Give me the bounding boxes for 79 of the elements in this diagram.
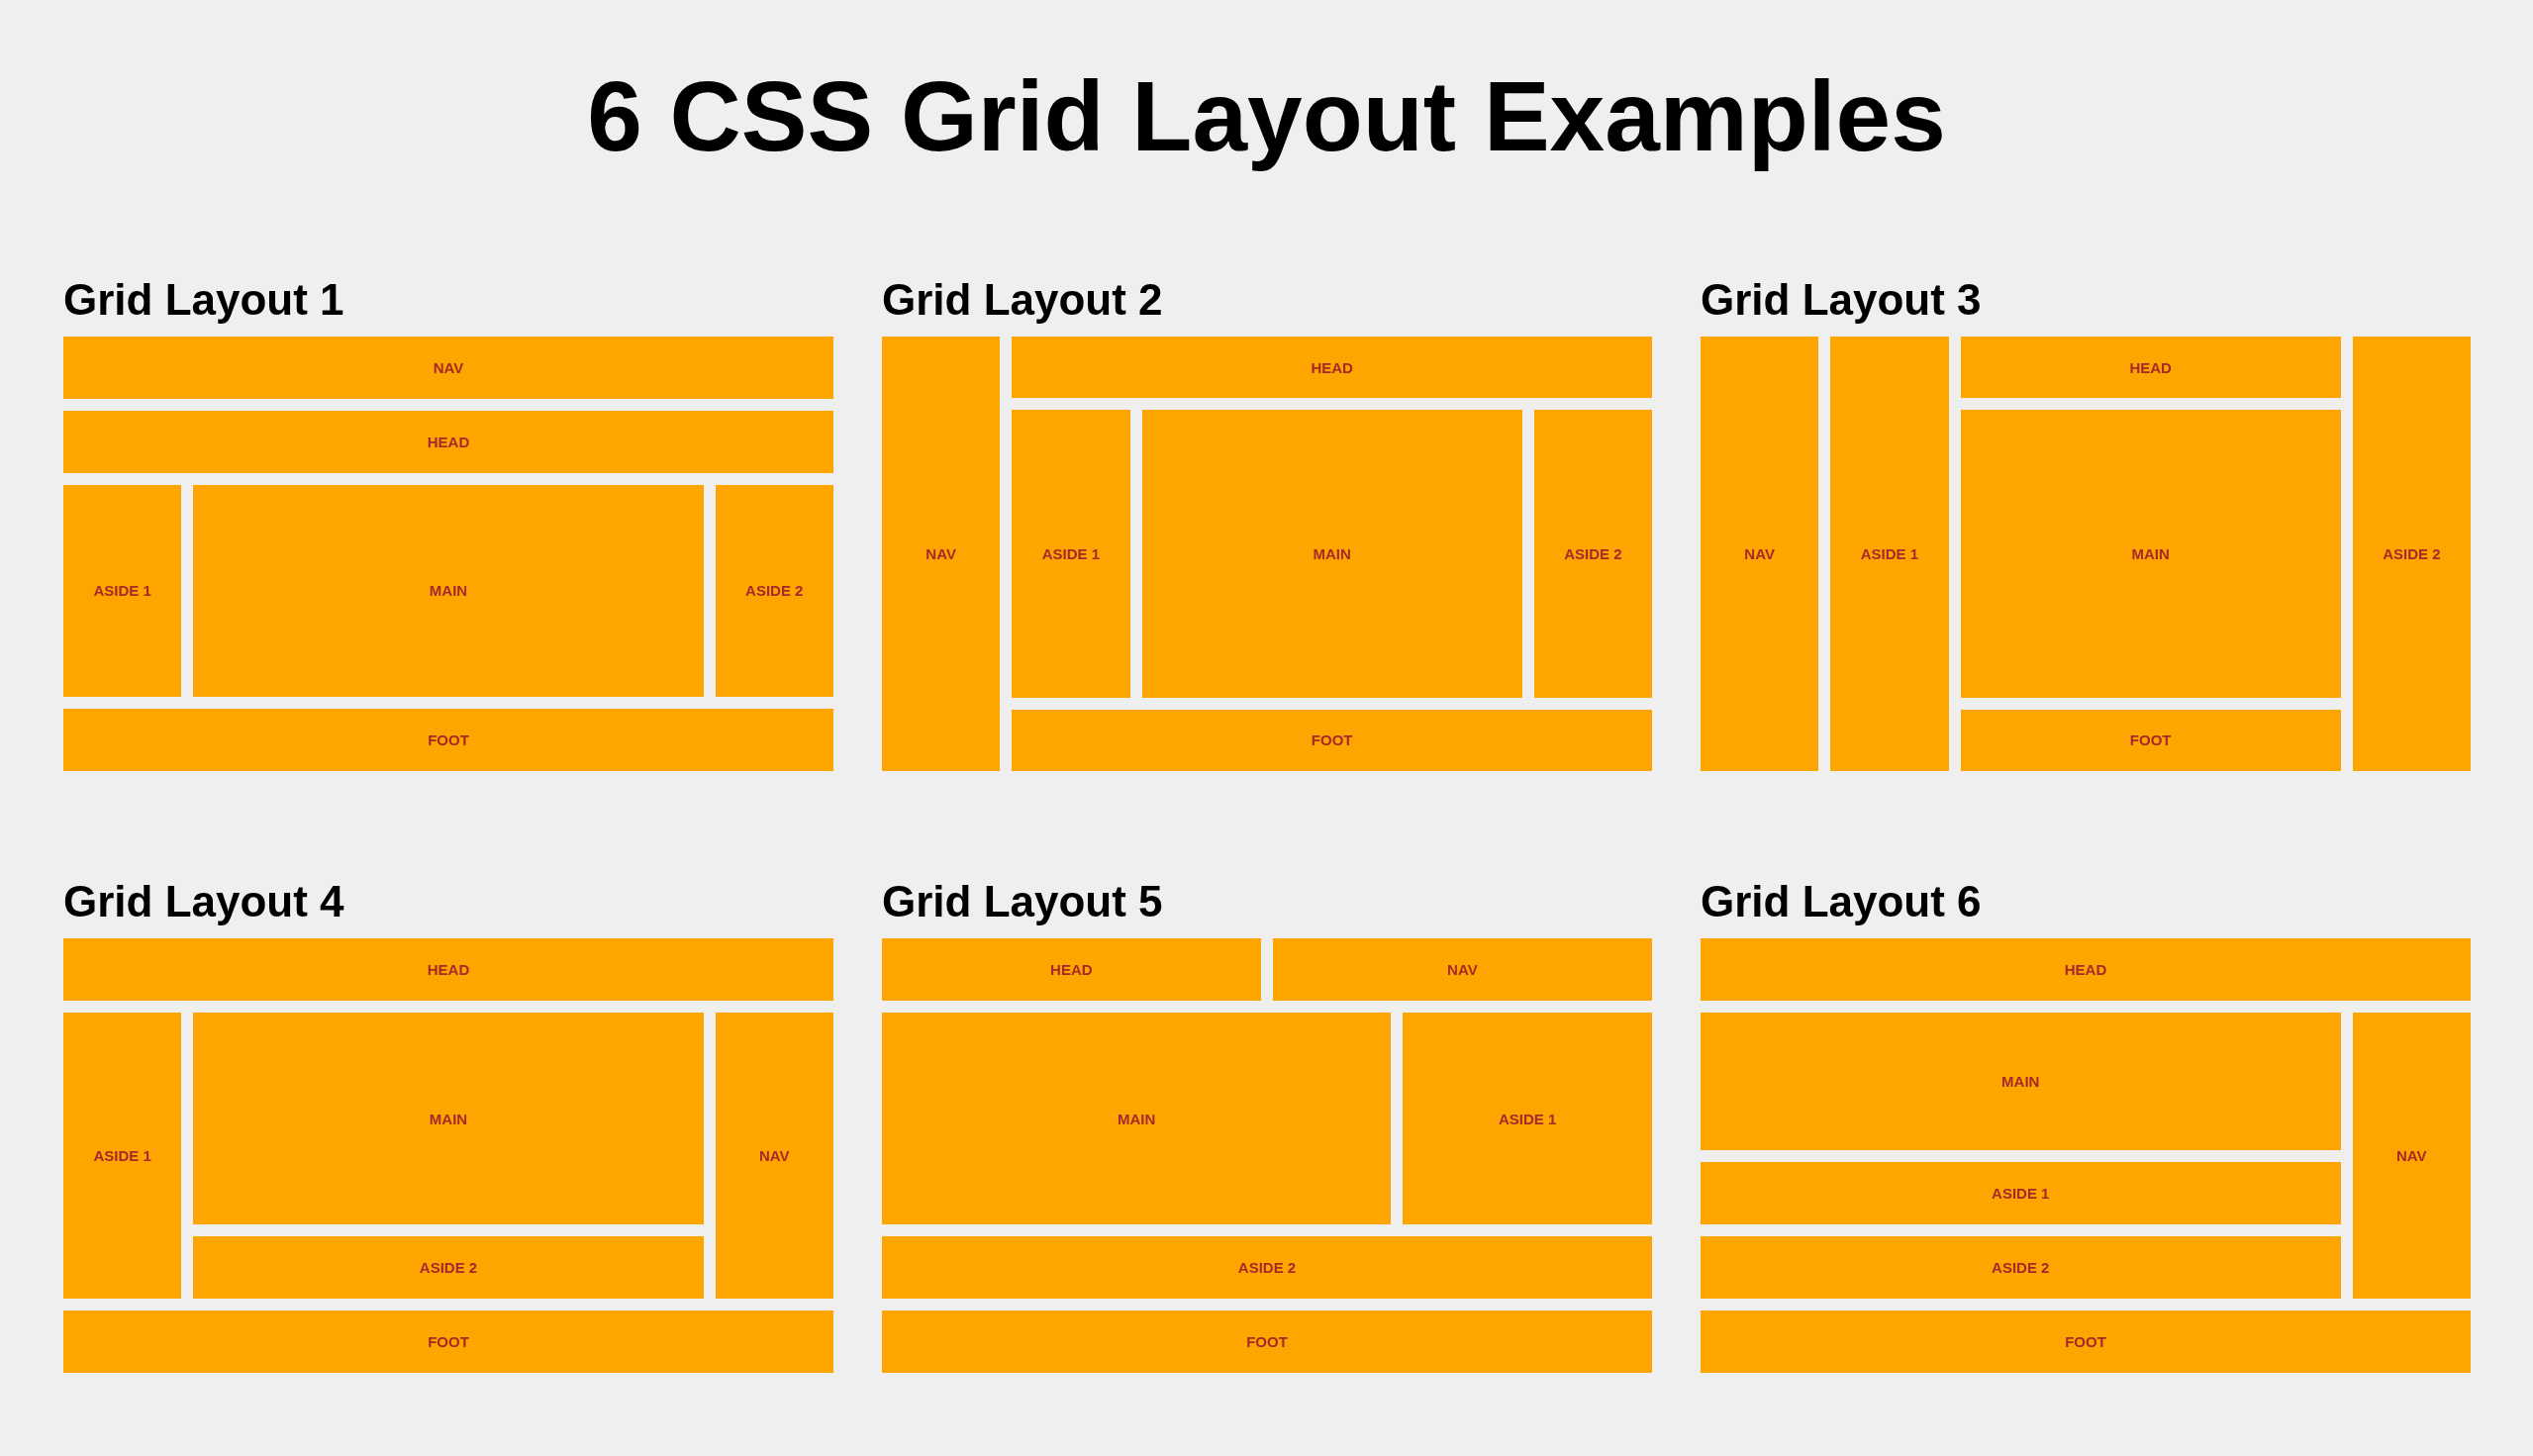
grid-area xyxy=(1012,337,1652,399)
area-label: NAV xyxy=(433,358,464,376)
grid-area xyxy=(63,410,833,473)
area-label: MAIN xyxy=(1313,545,1351,562)
area-label: FOOT xyxy=(1246,1333,1288,1351)
grid-area xyxy=(1960,337,2341,399)
area-label: FOOT xyxy=(428,731,469,749)
area-label: HEAD xyxy=(2064,960,2107,978)
area-label: ASIDE 1 xyxy=(1860,545,1919,562)
area-label: NAV xyxy=(1447,960,1478,978)
grid-heading: Grid Layout 3 xyxy=(1701,275,1982,325)
grid-area xyxy=(63,1310,833,1373)
area-label: HEAD xyxy=(427,433,470,450)
area-label: ASIDE 2 xyxy=(1992,1259,2050,1277)
grid-area xyxy=(63,938,833,1001)
area-label: FOOT xyxy=(1311,731,1353,749)
area-label: NAV xyxy=(1744,545,1775,562)
grid-area xyxy=(1533,410,1652,698)
grid-area xyxy=(1701,337,1819,771)
area-label: ASIDE 2 xyxy=(2383,545,2441,562)
grid-area xyxy=(1960,410,2341,698)
grid-heading: Grid Layout 1 xyxy=(63,275,344,325)
area-label: HEAD xyxy=(2129,358,2172,376)
area-label: MAIN xyxy=(429,1110,468,1127)
grid-area xyxy=(193,1012,704,1225)
grid-area xyxy=(882,938,1261,1001)
area-label: MAIN xyxy=(2131,545,2170,562)
area-label: ASIDE 2 xyxy=(745,582,804,600)
area-label: ASIDE 1 xyxy=(1041,545,1101,562)
grid-heading: Grid Layout 5 xyxy=(882,877,1163,926)
grid-area xyxy=(2352,337,2471,771)
grid-area xyxy=(1960,709,2341,771)
grid-area xyxy=(882,1012,1392,1225)
area-label: NAV xyxy=(926,545,956,562)
area-label: ASIDE 1 xyxy=(1498,1110,1557,1127)
grid-area xyxy=(1403,1012,1652,1225)
area-label: FOOT xyxy=(2065,1333,2106,1350)
grid-area xyxy=(1141,410,1522,698)
grid-area xyxy=(193,484,704,698)
area-label: MAIN xyxy=(2001,1073,2040,1091)
area-label: MAIN xyxy=(429,582,468,600)
grid-heading: Grid Layout 6 xyxy=(1701,877,1982,926)
grid-area xyxy=(715,1012,833,1300)
grid-area xyxy=(1012,709,1652,771)
page-title: 6 CSS Grid Layout Examples xyxy=(586,59,1947,173)
grid-area xyxy=(715,484,833,698)
area-label: ASIDE 1 xyxy=(93,582,151,600)
grid-area xyxy=(882,337,1001,771)
grid-heading: Grid Layout 4 xyxy=(63,877,344,926)
area-label: HEAD xyxy=(1050,960,1093,978)
grid-area xyxy=(1701,1236,2341,1300)
area-label: ASIDE 2 xyxy=(1237,1259,1297,1277)
grid-area xyxy=(2352,1012,2471,1300)
area-label: ASIDE 2 xyxy=(419,1259,478,1277)
grid-area xyxy=(882,1236,1652,1300)
area-label: MAIN xyxy=(1117,1110,1156,1127)
area-label: ASIDE 1 xyxy=(1992,1185,2050,1203)
grid-area xyxy=(193,1236,704,1300)
area-label: ASIDE 2 xyxy=(1564,545,1622,562)
grid-area xyxy=(63,1012,182,1300)
area-label: NAV xyxy=(2395,1147,2427,1164)
grid-area xyxy=(63,709,833,771)
grid-area xyxy=(1701,1012,2341,1151)
area-label: HEAD xyxy=(1311,358,1353,376)
grid-area xyxy=(1272,938,1652,1001)
area-label: FOOT xyxy=(2129,731,2172,749)
grid-area xyxy=(1830,337,1949,771)
grid-area xyxy=(63,484,182,698)
grid-area xyxy=(1701,1310,2471,1373)
grid-area xyxy=(882,1310,1652,1373)
grid-heading: Grid Layout 2 xyxy=(882,275,1163,325)
area-label: HEAD xyxy=(427,960,470,978)
grid-area xyxy=(63,337,833,399)
grid-area xyxy=(1012,410,1130,698)
grid-area xyxy=(1701,938,2471,1001)
grid-area xyxy=(1701,1162,2341,1225)
area-label: NAV xyxy=(759,1147,790,1164)
area-label: FOOT xyxy=(428,1333,469,1351)
area-label: ASIDE 1 xyxy=(93,1147,151,1164)
